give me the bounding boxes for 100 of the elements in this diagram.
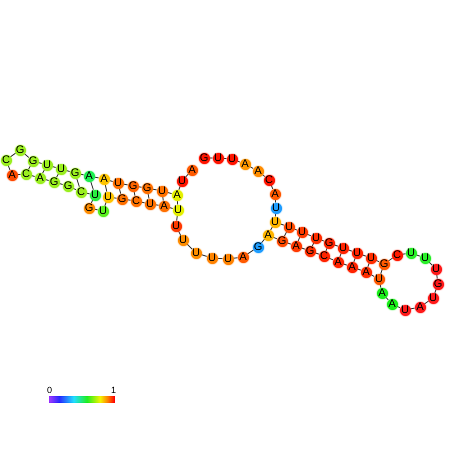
backbone-line [416, 254, 420, 257]
backbone-line [176, 214, 178, 222]
base-letter: A [388, 298, 396, 310]
base-letter: C [22, 168, 30, 180]
base-letter: U [172, 220, 180, 232]
base-letter: U [114, 178, 122, 188]
base-letter: U [339, 242, 347, 254]
base-letter: C [265, 174, 273, 186]
base-letter: A [85, 170, 93, 182]
backbone-line [342, 263, 348, 266]
base-letter: G [380, 258, 388, 270]
base-letter: A [188, 164, 196, 176]
base-letter: C [77, 186, 85, 198]
base-letter: U [375, 274, 383, 284]
base-letter: U [178, 176, 186, 186]
backbone-line [280, 223, 284, 226]
backbone-line [348, 249, 352, 252]
base-letter: U [192, 248, 200, 258]
base-letter: A [348, 262, 356, 272]
base-letter: G [200, 152, 208, 164]
base-letter: A [362, 266, 370, 278]
backbone-line [356, 268, 362, 271]
base-letter: G [324, 238, 334, 248]
base-letter: G [142, 182, 152, 194]
base-letter: A [160, 200, 168, 212]
backbone-line [314, 252, 320, 255]
base-letter: U [214, 152, 222, 164]
base-letter: A [271, 188, 279, 200]
base-letter: U [146, 198, 154, 210]
scale-tick-label: 1 [111, 386, 116, 395]
base-pair-line [90, 180, 94, 190]
backbone-line [247, 250, 254, 254]
base-pair-line [76, 178, 80, 188]
base-letter: G [64, 180, 72, 192]
base-letter: U [99, 206, 107, 216]
base-letter: C [320, 250, 328, 262]
backbone-line [434, 288, 437, 294]
base-letter: U [407, 248, 415, 258]
base-letter: U [57, 164, 65, 174]
base-letter: U [224, 254, 232, 264]
scale-tick-label: 0 [47, 386, 52, 395]
base-letter: G [278, 236, 286, 246]
backbone-line [300, 247, 306, 250]
base-letter: U [228, 154, 236, 164]
base-letter: G [434, 278, 442, 290]
base-letter: G [306, 246, 314, 256]
backbone-line [362, 254, 366, 257]
base-letter: U [158, 186, 166, 196]
backbone-line [334, 244, 338, 247]
backbone-line [185, 174, 189, 178]
base-letter: U [432, 264, 440, 274]
base-letter: U [179, 234, 187, 246]
backbone-line [94, 176, 100, 178]
base-letter: U [43, 160, 51, 170]
base-pair-line [367, 262, 370, 268]
base-letter: A [264, 230, 272, 240]
backbone-line [104, 202, 107, 206]
base-letter: U [367, 252, 375, 264]
base-letter: U [208, 252, 216, 264]
base-letter: A [378, 288, 386, 298]
base-pair-line [339, 252, 342, 258]
base-letter: C [132, 196, 140, 206]
base-letter: U [91, 190, 99, 200]
base-letter: G [118, 194, 126, 204]
base-pair-line [134, 190, 136, 196]
base-letter: G [16, 144, 24, 156]
backbone-line [217, 258, 223, 260]
backbone-line [410, 308, 416, 310]
base-letter: G [128, 180, 138, 192]
base-letter: U [421, 252, 429, 264]
backbone-line [152, 188, 158, 190]
base-letter: U [312, 232, 320, 244]
base-letter: G [50, 176, 58, 188]
backbone-line [178, 186, 181, 190]
base-letter: G [28, 156, 38, 166]
base-letter: A [334, 256, 342, 268]
base-letter: A [416, 302, 424, 312]
base-letter: A [239, 252, 247, 262]
backbone-line [286, 242, 292, 245]
base-letter: U [298, 226, 306, 238]
base-letter: C [2, 154, 10, 166]
base-letter: A [100, 174, 108, 184]
backbone-line [200, 254, 208, 257]
base-letter: G [254, 242, 262, 252]
base-letter: G [84, 202, 94, 214]
base-letter: C [393, 250, 401, 260]
base-letter: U [285, 222, 293, 232]
base-letter: A [36, 172, 44, 184]
base-letter: A [254, 166, 262, 176]
backbone-line [122, 184, 128, 186]
base-pair-line [353, 258, 356, 262]
base-letter: A [173, 190, 181, 200]
backbone-line [10, 152, 16, 158]
base-letter: U [174, 204, 182, 216]
base-letter: U [353, 248, 361, 258]
base-letter: U [271, 216, 279, 228]
base-letter: U [401, 304, 409, 316]
base-letter: U [104, 192, 112, 202]
base-letter: G [70, 168, 80, 178]
base-letter: A [292, 240, 300, 252]
